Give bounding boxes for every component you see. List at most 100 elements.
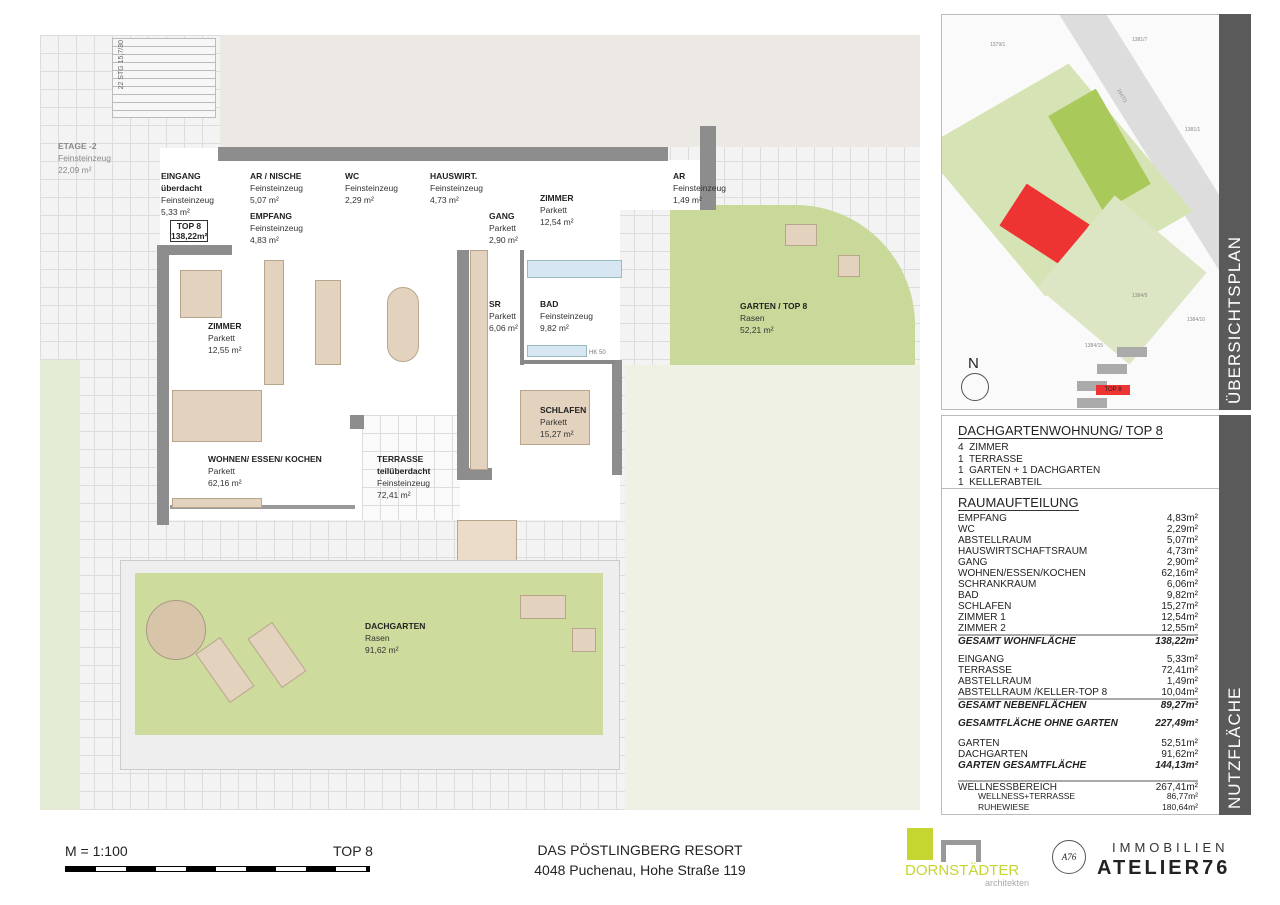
atelier-logo: ATELIER76 [1097, 857, 1231, 879]
area-row: EINGANG 5,33m² [958, 654, 1198, 665]
sofa [172, 390, 262, 442]
area-value: 86,77m² [1166, 791, 1198, 801]
area-value: 15,27m² [1161, 601, 1198, 612]
bed [520, 390, 590, 445]
scale-label: M = 1:100 [65, 843, 128, 859]
divider [941, 488, 1221, 489]
dornstaedter-logo: DORNSTÄDTER architekten [905, 828, 1045, 890]
slope-area [625, 365, 920, 810]
area-value: 89,27m² [1160, 700, 1198, 711]
street-area [220, 35, 920, 147]
overview-side-title: ÜBERSICHTSPLAN [1219, 14, 1251, 410]
terrace-tiles [362, 415, 460, 520]
atelier-seal: A76 [1052, 840, 1086, 874]
area-value: 10,04m² [1161, 687, 1198, 698]
area-value: 4,73m² [1166, 546, 1198, 557]
area-label: EINGANG [958, 654, 1005, 665]
area-label: WC [958, 524, 975, 535]
wall [520, 250, 524, 365]
area-value: 5,07m² [1166, 535, 1198, 546]
area-label: ABSTELLRAUM /KELLER-TOP 8 [958, 687, 1108, 698]
area-label: HAUSWIRTSCHAFTSRAUM [958, 546, 1088, 557]
feature-list: 4 ZIMMER 1 TERRASSE 1 GARTEN + 1 DACHGAR… [958, 442, 1100, 488]
garden-chair [838, 255, 860, 277]
logo-mark [941, 840, 981, 862]
area-value: 180,64m² [1162, 802, 1198, 812]
wall [457, 468, 492, 480]
parasol [146, 600, 206, 660]
row-gap [958, 771, 1198, 780]
area-value: 2,90m² [1166, 557, 1198, 568]
garden-bench [785, 224, 817, 246]
wall [520, 360, 615, 364]
area-label: GANG [958, 557, 988, 568]
area-label: GARTEN GESAMTFLÄCHE [958, 760, 1087, 771]
area-value: 12,55m² [1161, 623, 1198, 634]
project-title: DAS PÖSTLINGBERG RESORT [537, 842, 743, 858]
legend-step [1077, 381, 1107, 391]
area-label: GESAMT NEBENFLÄCHEN [958, 700, 1087, 711]
area-row: EMPFANG 4,83m² [958, 513, 1198, 524]
logo-text: DORNSTÄDTER [905, 862, 1020, 879]
area-value: 1,49m² [1166, 676, 1198, 687]
atelier-top: IMMOBILIEN [1112, 840, 1229, 855]
feature: 4 ZIMMER [958, 442, 1009, 453]
row-gap [958, 729, 1198, 738]
kitchen-island [315, 280, 341, 365]
parcel: 1384/9 [1132, 293, 1148, 299]
area-value: 2,29m² [1166, 524, 1198, 535]
area-value: 5,33m² [1166, 654, 1198, 665]
project-address: 4048 Puchenau, Hohe Straße 119 [534, 862, 746, 878]
area-label: EMPFANG [958, 513, 1007, 524]
wall [700, 126, 716, 210]
area-value: 4,83m² [1166, 513, 1198, 524]
logo-subtext: architekten [985, 878, 1030, 888]
area-label: WELLNESSBEREICH [958, 782, 1057, 793]
area-label: WOHNEN/ESSEN/KOCHEN [958, 568, 1086, 579]
area-label: WELLNESS+TERRASSE [978, 791, 1076, 801]
wall [157, 245, 232, 255]
feature: 1 KELLERABTEIL [958, 476, 1042, 488]
area-value: 144,13m² [1155, 760, 1198, 771]
area-side-title: NUTZFLÄCHE [1219, 415, 1251, 815]
unit-label: TOP 8 [333, 843, 373, 859]
legend-step [1117, 347, 1147, 357]
kitchen-counter [264, 260, 284, 385]
window [170, 505, 355, 509]
washbasin [527, 345, 587, 357]
area-row: GARTEN GESAMTFLÄCHE 144,13m² [958, 760, 1198, 771]
area-value: 6,06m² [1166, 579, 1198, 590]
area-label: ABSTELLRAUM [958, 535, 1032, 546]
area-row: WC 2,29m² [958, 524, 1198, 535]
area-label: ZIMMER 2 [958, 623, 1006, 634]
area-label: ZIMMER 1 [958, 612, 1006, 623]
legend-top8: TOP 8 [1096, 385, 1130, 395]
west-wall [157, 245, 169, 525]
wall [612, 360, 622, 475]
area-label: TERRASSE [958, 665, 1012, 676]
area-label: DACHGARTEN [958, 749, 1028, 760]
pillar [350, 415, 364, 429]
area-label: SCHLAFEN [958, 601, 1012, 612]
north-wall [218, 147, 668, 161]
feature: 1 GARTEN + 1 DACHGARTEN [958, 465, 1101, 476]
area-value: 227,49m² [1155, 718, 1198, 729]
apartment-title: DACHGARTENWOHNUNG/ TOP 8 [958, 423, 1163, 439]
bathtub [527, 260, 622, 278]
area-row: HAUSWIRTSCHAFTSRAUM 4,73m² [958, 546, 1198, 557]
north-label: N [968, 355, 979, 372]
